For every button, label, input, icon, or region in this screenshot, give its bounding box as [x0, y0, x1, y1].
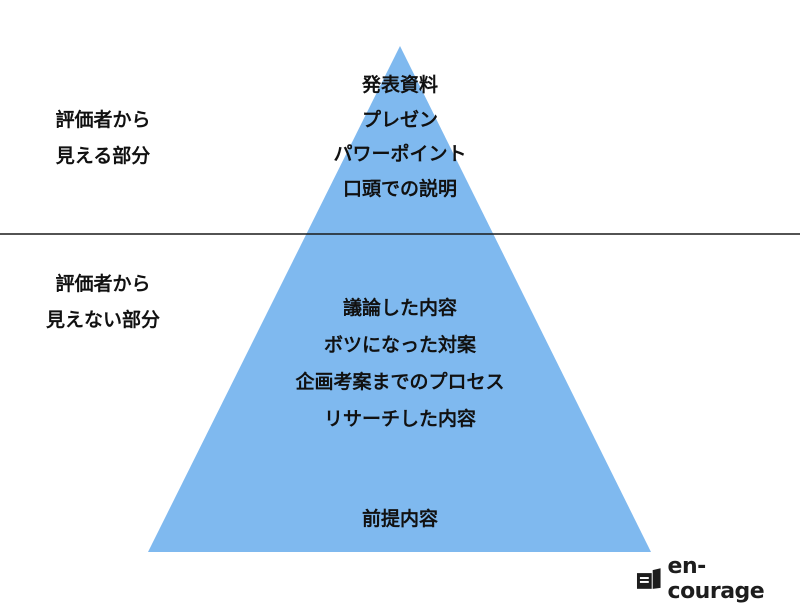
visible-label-line-1: 評価者から	[55, 109, 151, 131]
visible-label-line-2: 見える部分	[55, 145, 151, 167]
visible-item: パワーポイント	[333, 143, 467, 165]
visible-item: プレゼン	[361, 108, 438, 131]
logo-text: en-courage	[667, 554, 765, 604]
hidden-part-label: 評価者から 見えない部分	[28, 266, 178, 338]
base-item: 前提内容	[200, 504, 600, 534]
visible-item: 発表資料	[361, 74, 438, 96]
hidden-label-line-2: 見えない部分	[45, 309, 160, 331]
pyramid-triangle	[148, 46, 651, 552]
visible-items-list: 発表資料 プレゼン パワーポイント 口頭での説明	[200, 68, 600, 206]
visible-item: 口頭での説明	[342, 177, 457, 200]
book-logo-icon	[636, 568, 661, 589]
hidden-item: リサーチした内容	[323, 408, 476, 430]
hidden-label-line-1: 評価者から	[55, 273, 151, 295]
hidden-item: 企画考案までのプロセス	[295, 371, 505, 393]
visible-part-label: 評価者から 見える部分	[28, 102, 178, 174]
hidden-item: ボツになった対案	[323, 334, 476, 356]
base-item-label: 前提内容	[361, 508, 438, 530]
hidden-items-list: 議論した内容 ボツになった対案 企画考案までのプロセス リサーチした内容	[200, 290, 600, 438]
en-courage-logo: en-courage	[636, 554, 800, 604]
hidden-item: 議論した内容	[342, 297, 457, 319]
